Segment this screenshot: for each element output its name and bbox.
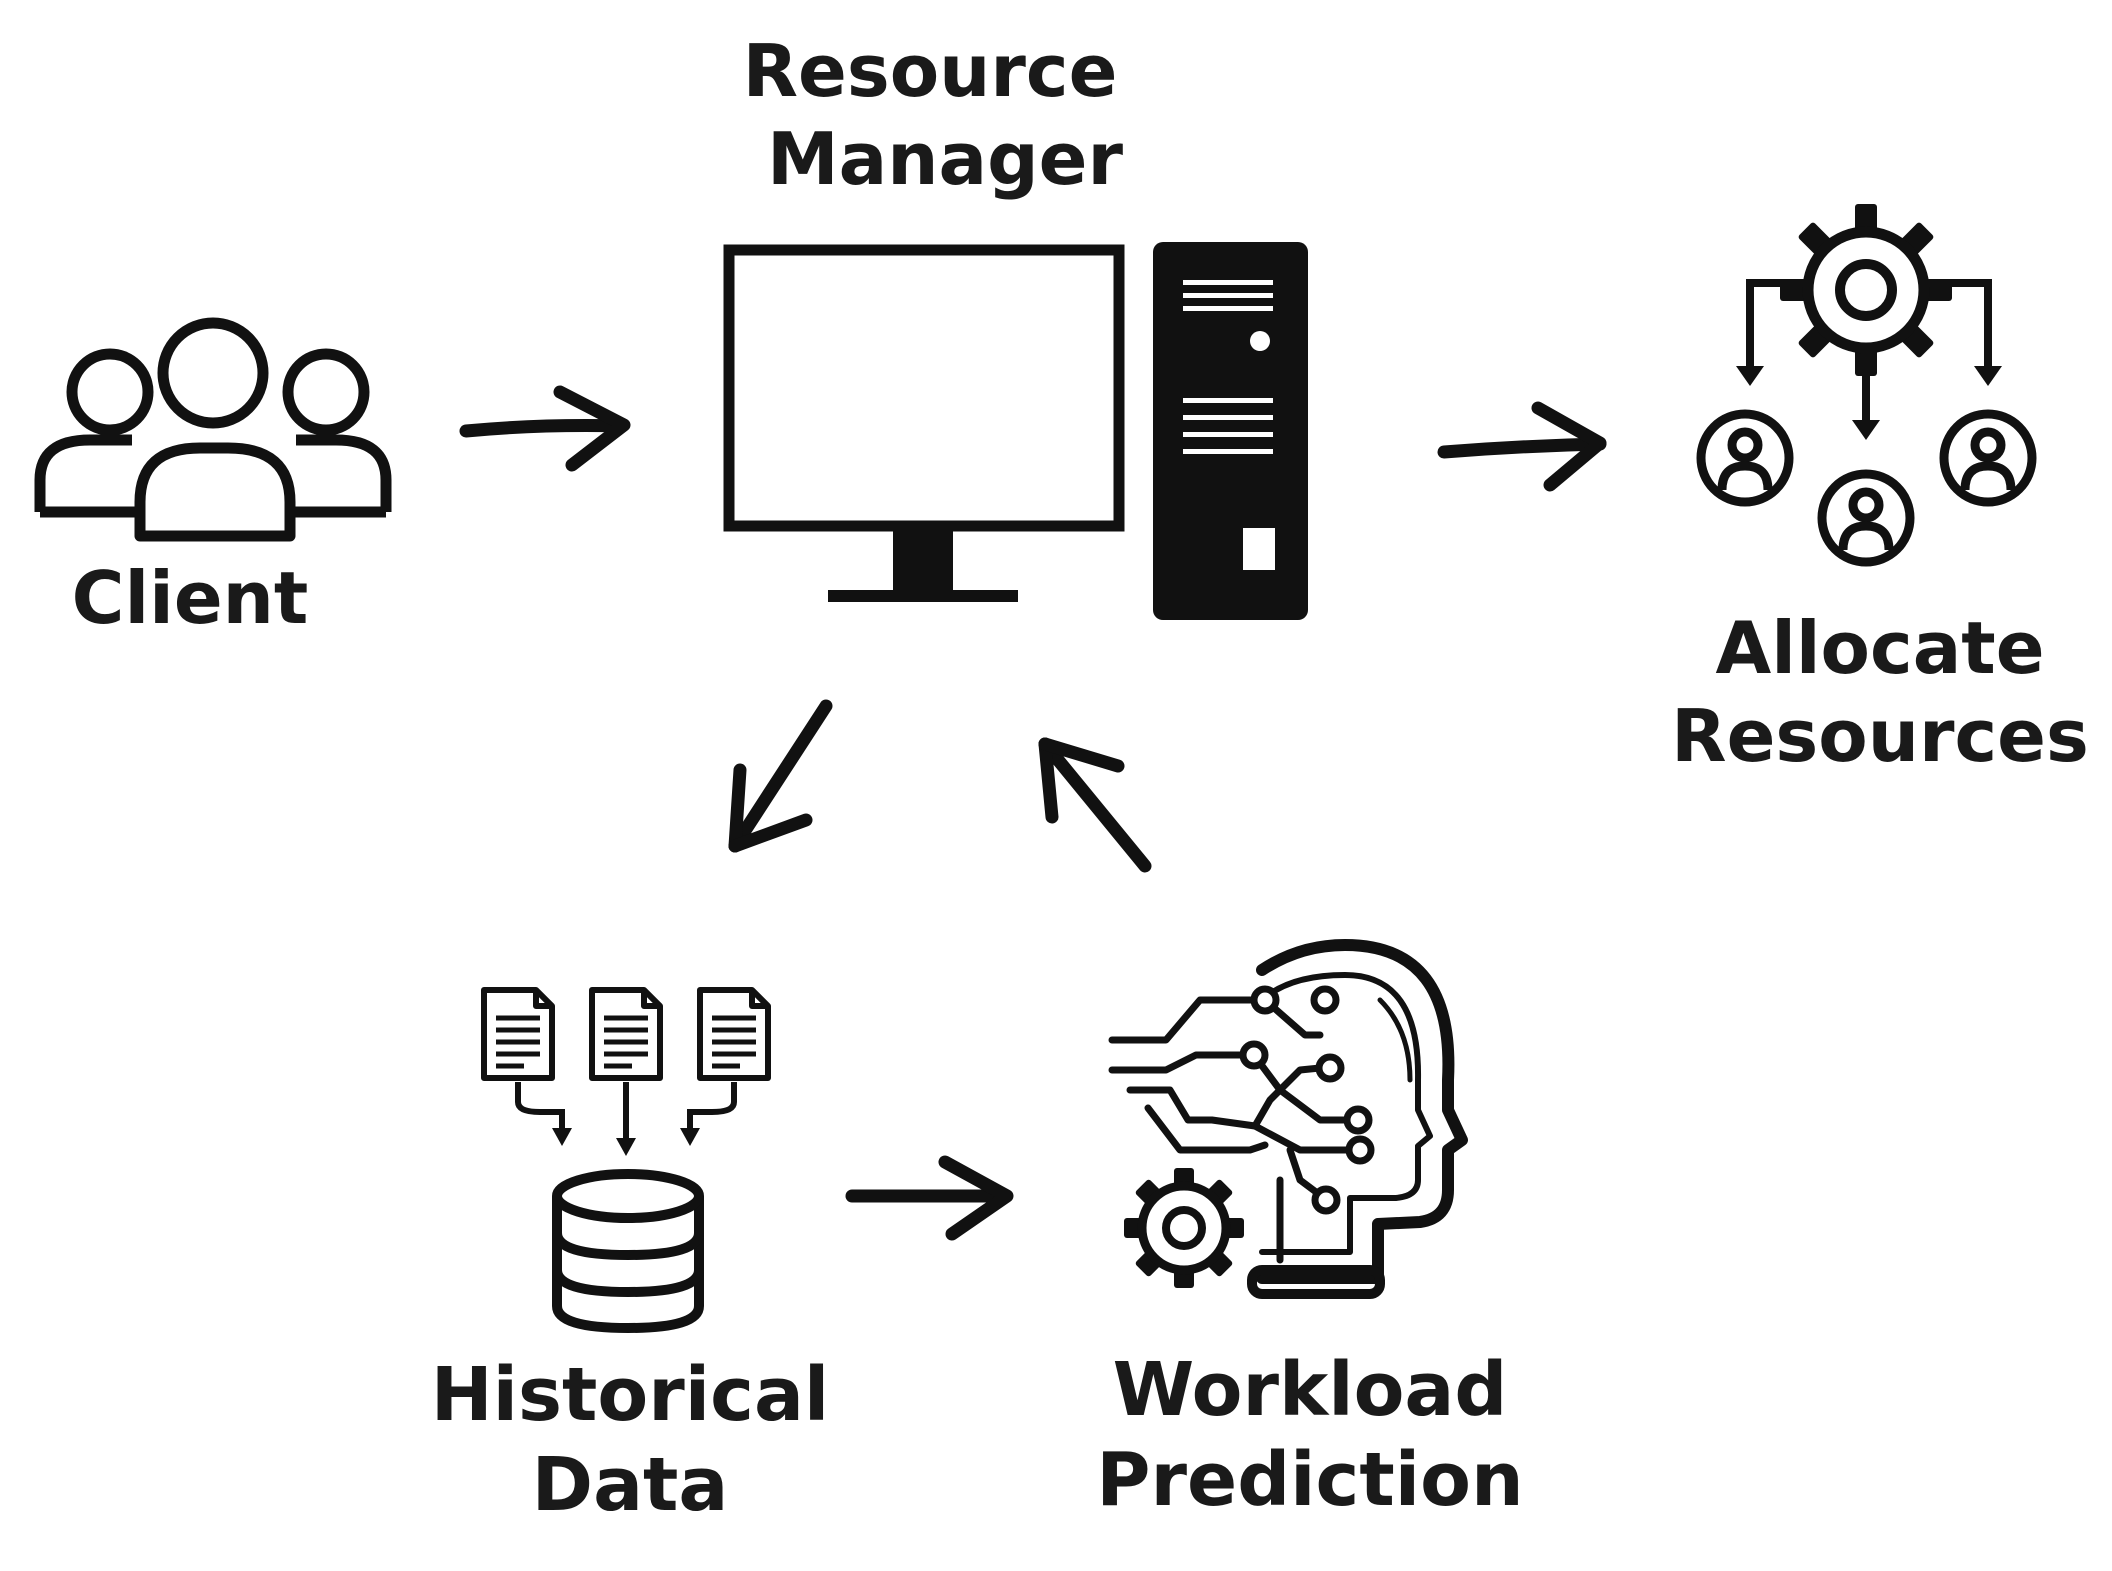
person-circle-icon <box>1696 409 1794 507</box>
gear-icon <box>1124 1168 1244 1288</box>
allocate-resources-label-line2: Resources <box>1671 693 2089 778</box>
client-label-text: Client <box>71 556 309 640</box>
person-circle-icon <box>1817 469 1915 567</box>
monitor-icon <box>723 244 1125 532</box>
arrow-manager-to-historical <box>728 699 833 853</box>
client-label: Client <box>40 555 340 643</box>
arrow-workload-to-manager <box>1038 737 1152 873</box>
database-icon <box>481 987 771 1334</box>
monitor-base-icon <box>828 590 1018 602</box>
arrow-historical-to-workload <box>845 1155 1014 1241</box>
document-icon <box>589 987 663 1081</box>
resource-manager-label: Resource Manager <box>700 28 1160 204</box>
users-group-icon <box>34 317 392 542</box>
allocate-resources-label: Allocate Resources <box>1660 605 2100 781</box>
workload-prediction-label-line1: Workload <box>1112 1347 1508 1433</box>
arrow-client-to-manager <box>459 385 631 472</box>
document-icon <box>697 987 771 1081</box>
person-circle-icon <box>1939 409 2037 507</box>
arrow-manager-to-allocate <box>1437 401 1607 492</box>
computer-icon <box>723 242 1308 620</box>
allocate-resources-label-line1: Allocate <box>1715 606 2045 690</box>
workload-prediction-label-line2: Prediction <box>1096 1437 1524 1524</box>
historical-data-label: Historical Data <box>420 1350 840 1531</box>
monitor-stand-icon <box>893 530 953 592</box>
ai-head-icon <box>1108 939 1468 1299</box>
database-cylinder-icon <box>552 1169 704 1334</box>
resource-manager-label-line2: Manager <box>767 116 1123 201</box>
resource-manager-label-line1: Resource <box>742 29 1118 113</box>
resource-allocation-icon <box>1696 204 2037 567</box>
workload-prediction-label: Workload Prediction <box>1080 1345 1540 1526</box>
historical-data-label-line2: Data <box>531 1442 729 1529</box>
computer-tower-icon <box>1153 242 1308 620</box>
document-icon <box>481 987 555 1081</box>
historical-data-label-line1: Historical <box>430 1352 830 1438</box>
